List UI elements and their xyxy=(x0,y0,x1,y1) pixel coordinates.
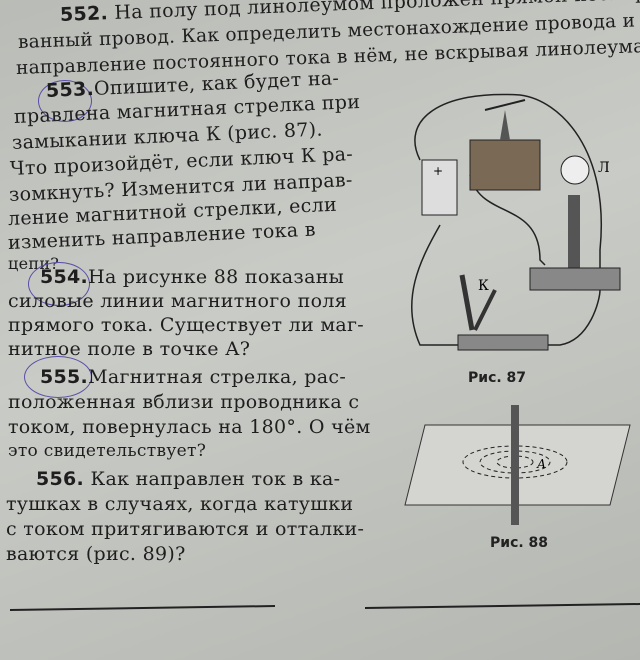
wooden-block xyxy=(469,139,541,191)
battery-icon xyxy=(421,159,458,216)
problem-556-line-2: тушках в случаях, когда катушки xyxy=(6,493,354,515)
pen-circle-554 xyxy=(28,262,90,306)
figure-88-caption: Рис. 88 xyxy=(490,535,549,551)
problem-554-line-1: 554.На рисунке 88 показаны xyxy=(40,266,344,288)
problem-text: На рисунке 88 показаны xyxy=(88,266,345,288)
battery-plus-label: + xyxy=(433,164,443,178)
point-a-label: А xyxy=(536,457,546,471)
switch-base xyxy=(457,334,549,351)
problem-554-line-2: силовые линии магнитного поля xyxy=(8,290,347,312)
problem-556-line-3: с током притягиваются и отталки- xyxy=(6,518,365,540)
problem-number: 556. xyxy=(36,468,85,490)
lamp-base xyxy=(529,267,621,291)
lamp-icon xyxy=(560,155,590,185)
problem-text: Как направлен ток в ка- xyxy=(90,468,341,490)
problem-text: Магнитная стрелка, рас- xyxy=(88,366,347,388)
problem-number: 555. xyxy=(40,366,89,388)
problem-555-line-4: это свидетельствует? xyxy=(8,441,207,461)
straight-conductor xyxy=(511,405,519,525)
lamp-label: Л xyxy=(598,160,610,176)
problem-556-line-1: 556. Как направлен ток в ка- xyxy=(36,468,340,490)
problem-555-line-1: 555.Магнитная стрелка, рас- xyxy=(40,366,346,388)
switch-label: К xyxy=(478,278,489,294)
problem-554-line-4: нитное поле в точке А? xyxy=(8,338,251,360)
problem-555-line-3: током, повернулась на 180°. О чём xyxy=(8,416,371,438)
figure-87-circuit: + Л К А xyxy=(9,93,640,611)
problem-number: 554. xyxy=(40,266,89,288)
figure-87-caption: Рис. 87 xyxy=(468,370,527,386)
pen-circle-555 xyxy=(24,356,92,398)
pen-circle-553 xyxy=(38,80,92,122)
problem-556-line-4: ваются (рис. 89)? xyxy=(6,543,186,565)
problem-554-line-3: прямого тока. Существует ли маг- xyxy=(8,314,364,336)
problem-555-line-2: положенная вблизи проводника с xyxy=(8,391,360,413)
